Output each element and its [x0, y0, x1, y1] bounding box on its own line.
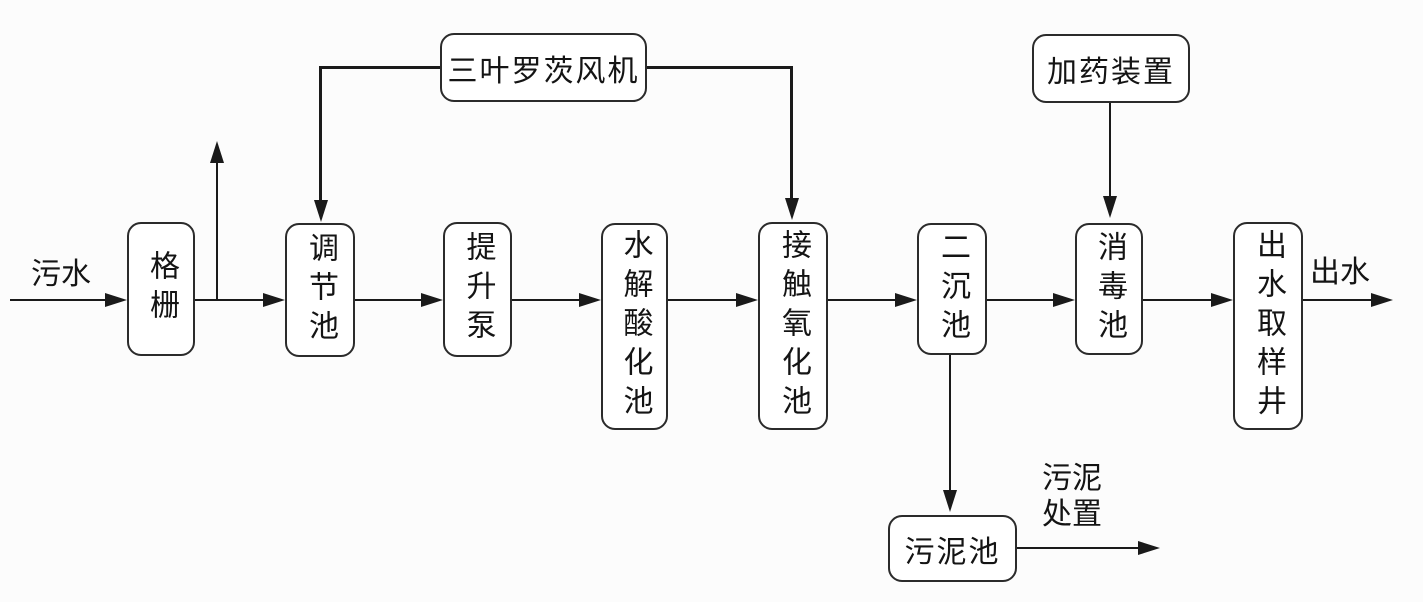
blower-line-right-drop [790, 66, 793, 199]
influent-label: 污水 [31, 258, 91, 291]
flow-line-hydrolysis-to-contact [668, 299, 736, 301]
arrowhead-right-icon [263, 293, 285, 307]
node-hydrolysis-acidification-tank: 水解酸化池 [601, 223, 668, 430]
arrowhead-down-icon [314, 200, 328, 222]
node-grate-label: 格栅 [145, 250, 178, 328]
arrowhead-right-icon [1053, 293, 1075, 307]
sludge-disposal-label: 污泥 处置 [1042, 462, 1102, 531]
node-regulating-tank: 调节池 [285, 223, 355, 357]
node-dosing-device-label: 加药装置 [1047, 55, 1175, 89]
node-roots-blower: 三叶罗茨风机 [440, 33, 647, 102]
node-outlet-sampling-well: 出水取样井 [1233, 222, 1303, 430]
arrowhead-right-icon [736, 293, 758, 307]
flow-line-influent-to-grate [10, 299, 107, 301]
node-secondary-sedimentation-tank-label: 二沉池 [936, 230, 969, 348]
node-lift-pump-label: 提升泵 [461, 231, 495, 348]
flow-line-disinfection-to-well [1143, 299, 1211, 301]
arrowhead-right-icon [1138, 541, 1160, 555]
node-regulating-tank-label: 调节池 [304, 231, 337, 349]
node-hydrolysis-acidification-tank-label: 水解酸化池 [618, 229, 652, 424]
flow-line-regulating-to-liftpump [355, 299, 421, 301]
arrowhead-down-icon [1103, 196, 1117, 218]
sludge-line-down [949, 355, 951, 492]
node-dosing-device: 加药装置 [1032, 34, 1190, 103]
blower-line-left-drop [319, 66, 322, 202]
effluent-label: 出水 [1310, 256, 1370, 289]
vent-line [216, 160, 218, 300]
node-sludge-tank-label: 污泥池 [904, 535, 1001, 569]
flow-line-well-to-effluent [1303, 299, 1371, 301]
blower-line-right [647, 66, 793, 69]
node-lift-pump: 提升泵 [443, 222, 512, 357]
node-secondary-sedimentation-tank: 二沉池 [917, 223, 987, 355]
sludge-disposal-line [1017, 547, 1138, 549]
flow-line-contact-to-sedimentation [828, 299, 895, 301]
arrowhead-right-icon [421, 293, 443, 307]
arrowhead-right-icon [1371, 293, 1393, 307]
dosing-line [1109, 103, 1111, 198]
arrowhead-right-icon [895, 293, 917, 307]
node-contact-oxidation-tank: 接触氧化池 [758, 222, 828, 430]
node-disinfection-tank: 消毒池 [1075, 223, 1143, 355]
arrowhead-down-icon [785, 198, 799, 220]
arrowhead-right-icon [1211, 293, 1233, 307]
node-disinfection-tank-label: 消毒池 [1093, 230, 1126, 348]
node-sludge-tank: 污泥池 [888, 515, 1017, 582]
arrowhead-right-icon [579, 293, 601, 307]
arrowhead-up-icon [210, 141, 224, 163]
flow-line-liftpump-to-hydrolysis [512, 299, 579, 301]
flow-line-grate-to-regulating [195, 299, 263, 301]
node-contact-oxidation-tank-label: 接触氧化池 [777, 228, 810, 424]
flow-line-sedimentation-to-disinfection [987, 299, 1053, 301]
node-grate: 格栅 [127, 222, 195, 356]
node-outlet-sampling-well-label: 出水取样井 [1252, 228, 1285, 424]
blower-line-left [320, 66, 440, 69]
arrowhead-down-icon [943, 490, 957, 512]
node-roots-blower-label: 三叶罗茨风机 [447, 54, 640, 88]
arrowhead-right-icon [105, 293, 127, 307]
